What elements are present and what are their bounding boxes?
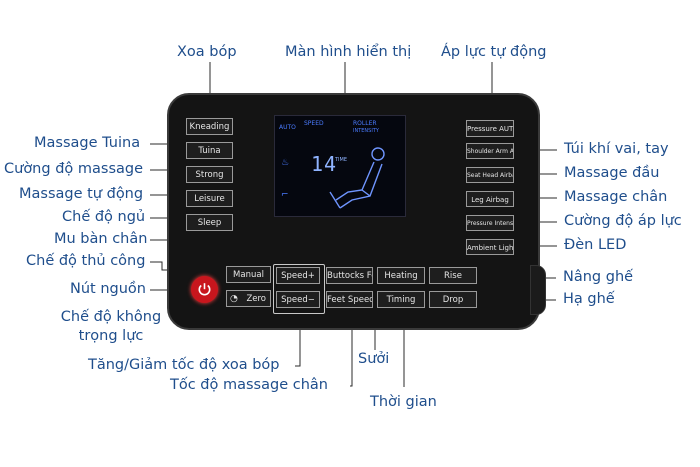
recline-icon: ◔: [230, 294, 238, 304]
shoulder-arm-airbag-button[interactable]: Shoulder Arm Airbag: [466, 143, 514, 159]
speed-button-group: [273, 264, 325, 314]
lcd-leg-icon: ⌐: [281, 190, 289, 200]
callout-manual: Chế độ thủ công: [26, 253, 146, 269]
callout-drop: Hạ ghế: [563, 291, 615, 307]
power-button[interactable]: [191, 276, 218, 303]
zero-gravity-button[interactable]: ◔ Zero: [226, 290, 271, 307]
callout-tuina: Massage Tuina: [34, 135, 141, 151]
callout-auto-pressure: Áp lực tự động: [441, 44, 547, 60]
kneading-button[interactable]: Kneading: [186, 118, 233, 135]
lcd-time-value: 14: [311, 152, 338, 176]
callout-head-massage: Massage đầu: [564, 165, 660, 181]
speed-minus-button[interactable]: Speed−: [276, 291, 320, 308]
power-icon: [198, 283, 211, 296]
timing-button[interactable]: Timing: [377, 291, 425, 308]
seat-head-airbag-button[interactable]: Seat Head Airbag: [466, 167, 514, 183]
feet-speed-button[interactable]: Feet Speed: [326, 291, 373, 308]
callout-leg-massage: Massage chân: [564, 189, 668, 205]
callout-sleep: Chế độ ngủ: [62, 209, 146, 225]
speed-plus-button[interactable]: Speed+: [276, 267, 320, 284]
lcd-roller-indicator: ROLLER: [353, 120, 377, 127]
callout-power: Nút nguồn: [70, 281, 146, 297]
ambient-light-button[interactable]: Ambient Light: [466, 239, 514, 255]
lcd-auto-indicator: AUTO: [279, 124, 296, 131]
callout-foot-speed: Tốc độ massage chân: [170, 377, 328, 393]
lcd-display: [274, 115, 406, 217]
callout-rise: Nâng ghế: [563, 269, 634, 285]
leisure-button[interactable]: Leisure: [186, 190, 233, 207]
callout-speed-updown: Tăng/Giảm tốc độ xoa bóp: [88, 357, 280, 373]
heating-button[interactable]: Heating: [377, 267, 425, 284]
lcd-intensity-indicator: INTENSITY: [353, 128, 379, 134]
lcd-time-label: TIME: [335, 157, 348, 163]
tuina-button[interactable]: Tuina: [186, 142, 233, 159]
callout-display: Màn hình hiển thị: [285, 44, 412, 60]
lcd-speed-indicator: SPEED: [304, 120, 324, 127]
drop-button[interactable]: Drop: [429, 291, 477, 308]
callout-instep: Mu bàn chân: [54, 231, 148, 247]
callout-zero-gravity-line1: Chế độ không: [60, 309, 162, 325]
strong-button[interactable]: Strong: [186, 166, 233, 183]
callout-shoulder-airbag: Túi khí vai, tay: [564, 141, 669, 157]
rise-button[interactable]: Rise: [429, 267, 477, 284]
callout-kneading: Xoa bóp: [177, 44, 237, 60]
leg-airbag-button[interactable]: Leg Airbag: [466, 191, 514, 207]
callout-intensity: Cường độ massage: [4, 161, 144, 177]
buttocks-feet-button[interactable]: Buttocks Feet: [326, 267, 373, 284]
callout-led: Đèn LED: [564, 237, 627, 253]
callout-auto-massage: Massage tự động: [19, 186, 144, 202]
manual-button[interactable]: Manual: [226, 266, 271, 283]
callout-timing: Thời gian: [370, 394, 437, 410]
pressure-intensity-button[interactable]: Pressure Intensity: [466, 215, 514, 231]
callout-pressure-intensity: Cường độ áp lực: [564, 213, 682, 229]
zero-gravity-label: Zero: [246, 294, 266, 304]
callout-zero-gravity-line2: trọng lực: [78, 328, 144, 344]
sleep-button[interactable]: Sleep: [186, 214, 233, 231]
massage-chair-icon: [329, 147, 385, 209]
pressure-auto-button[interactable]: Pressure AUTO: [466, 120, 514, 137]
lcd-heat-icon: ♨: [281, 158, 290, 168]
callout-heating: Sưởi: [358, 351, 390, 367]
panel-side-tab: [530, 265, 546, 315]
